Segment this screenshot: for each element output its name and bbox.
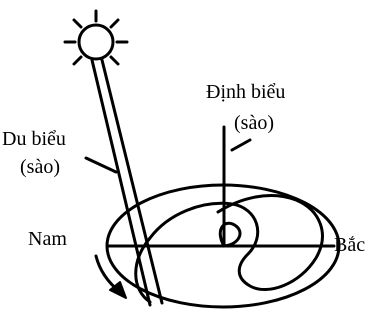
fixed-gnomon-pointer [230, 138, 252, 152]
sun-ray-right [100, 58, 164, 305]
label-dinh-bieu: Định biểu [206, 81, 286, 103]
sun-ray-left [90, 58, 152, 307]
sun-icon [63, 9, 129, 66]
label-bac: Bắc [334, 234, 366, 256]
shadow-spiral [134, 194, 324, 304]
label-du-bieu: Du biểu [2, 128, 66, 150]
shadow-loop [218, 221, 242, 248]
label-dinh-bieu-sub: (sào) [234, 112, 274, 134]
label-nam: Nam [28, 228, 67, 250]
moving-gnomon-pointer [84, 156, 118, 174]
label-du-bieu-sub: (sào) [20, 156, 60, 178]
rotation-arrowhead [109, 281, 127, 299]
